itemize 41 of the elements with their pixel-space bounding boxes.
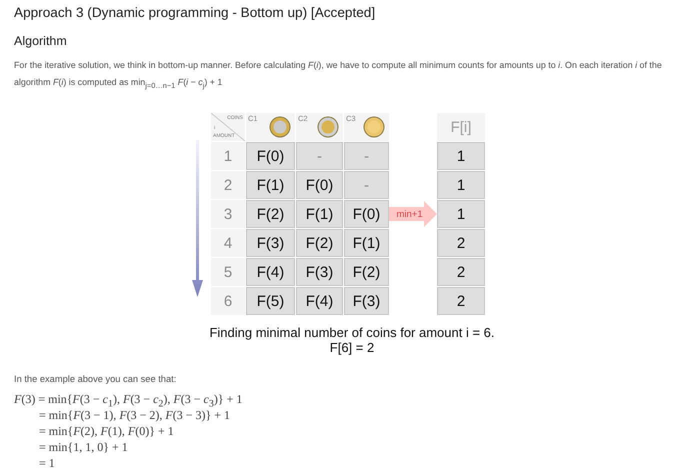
row-header: 2 bbox=[211, 171, 245, 199]
result-cell: 2 bbox=[437, 258, 485, 286]
row-header: 3 bbox=[211, 200, 245, 228]
row-header: 6 bbox=[211, 287, 245, 315]
result-cell: 1 bbox=[437, 142, 485, 170]
section-heading: Algorithm bbox=[14, 33, 67, 49]
table-cell: F(3) bbox=[296, 258, 343, 286]
table-cell: F(2) bbox=[246, 200, 295, 228]
table-cell: - bbox=[344, 171, 389, 199]
table-cell: - bbox=[344, 142, 389, 170]
table-cell: F(0) bbox=[246, 142, 295, 170]
table-cell: F(2) bbox=[296, 229, 343, 257]
table-cell: - bbox=[296, 142, 343, 170]
result-cell: 1 bbox=[437, 171, 485, 199]
table-cell: F(1) bbox=[344, 229, 389, 257]
row-header: 4 bbox=[211, 229, 245, 257]
header-cell: F[i] bbox=[437, 113, 485, 141]
result-cell: 1 bbox=[437, 200, 485, 228]
table-cell: F(3) bbox=[344, 287, 389, 315]
page-title: Approach 3 (Dynamic programming - Bottom up) [Accepted] bbox=[14, 4, 376, 21]
row-header: 1 bbox=[211, 142, 245, 170]
equation-line: = min{1, 1, 0} + 1 bbox=[39, 440, 128, 455]
row-header: 5 bbox=[211, 258, 245, 286]
table-cell: F(4) bbox=[246, 258, 295, 286]
table-cell: F(0) bbox=[296, 171, 343, 199]
table-cell: F(1) bbox=[246, 171, 295, 199]
table-cell: F(0) bbox=[344, 200, 389, 228]
table-cell: F(4) bbox=[296, 287, 343, 315]
result-cell: 2 bbox=[437, 229, 485, 257]
table-cell: F(1) bbox=[296, 200, 343, 228]
equation-line: = 1 bbox=[39, 456, 55, 471]
table-cell: F(2) bbox=[344, 258, 389, 286]
equation-line: = min{F(3 − 1), F(3 − 2), F(3 − 3)} + 1 bbox=[39, 408, 230, 423]
paragraph: In the example above you can see that: bbox=[14, 373, 176, 386]
result-cell: 2 bbox=[437, 287, 485, 315]
table-cell: F(3) bbox=[246, 229, 295, 257]
table-cell: F(5) bbox=[246, 287, 295, 315]
paragraph: For the iterative solution, we think in bottom-up manner. Before calculating F(i), we have to compute all minimum counts for amounts up to i. On each iteration i of the algorithm F(i) is computed as min$_{j=0…n−1}$ F(i − c$_{j}$) + 1 bbox=[14, 59, 663, 92]
equation-line: F(3) = min{F(3 − c$_{1}$), F(3 − c$_{2}$), F(3 − c$_{3}$)} + 1 bbox=[14, 392, 242, 410]
equation-line: = min{F(2), F(1), F(0)} + 1 bbox=[39, 424, 174, 439]
figure-caption: Finding minimal number of coins for amount i = 6. F[6] = 2 bbox=[208, 325, 496, 355]
